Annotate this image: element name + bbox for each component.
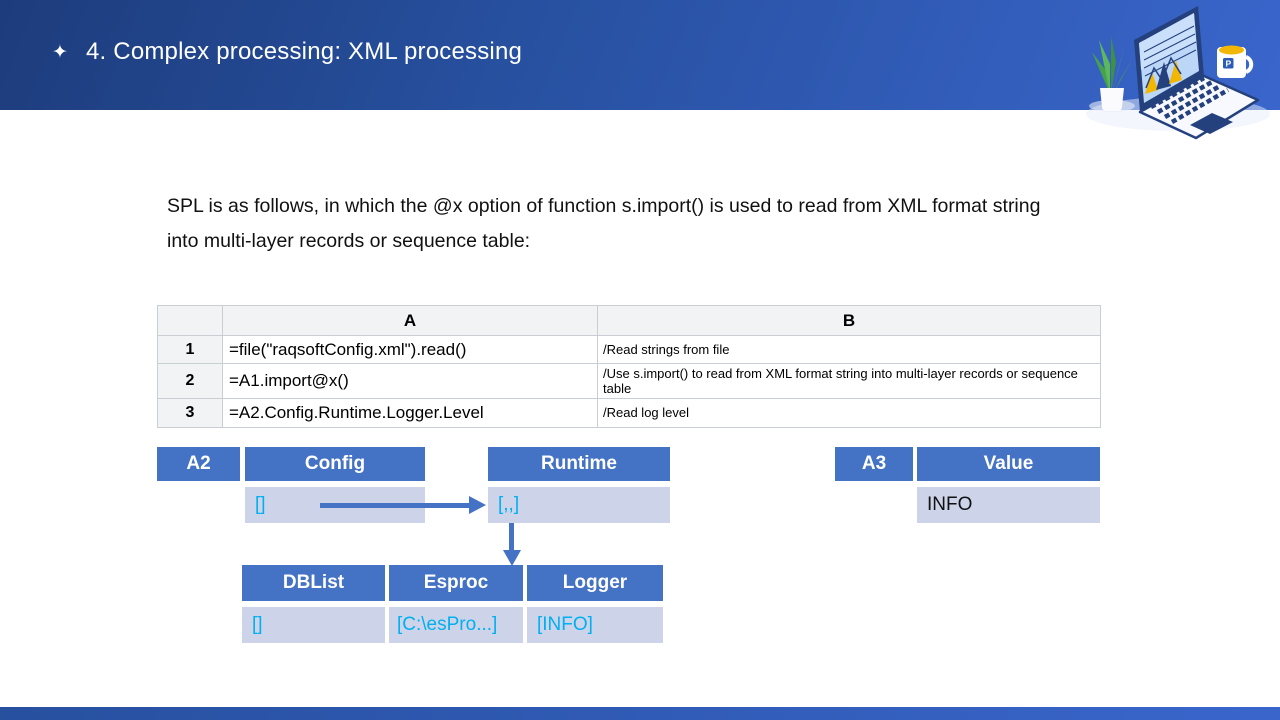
arrow-right-line xyxy=(320,503,470,508)
page-title: 4. Complex processing: XML processing xyxy=(86,38,523,65)
laptop-icon xyxy=(1134,6,1260,140)
coffee-mug-icon: P xyxy=(1217,45,1254,78)
keyboard-keys xyxy=(1149,76,1230,124)
column-header-b: B xyxy=(598,306,1101,336)
value-header-box: Value xyxy=(917,447,1100,481)
chart-peak-yellow xyxy=(1145,72,1158,94)
cell-a2: =A1.import@x() xyxy=(223,364,598,399)
spl-code-table: A B 1 =file("raqsoftConfig.xml").read() … xyxy=(157,305,1101,428)
dblist-header-box: DBList xyxy=(242,565,385,601)
row-number: 2 xyxy=(158,364,223,399)
esproc-header-box: Esproc xyxy=(389,565,523,601)
footer-bar xyxy=(0,707,1280,720)
logger-header-box: Logger xyxy=(527,565,663,601)
intro-line-2: into multi-layer records or sequence tab… xyxy=(167,229,531,252)
svg-text:P: P xyxy=(1225,59,1231,69)
header-bar xyxy=(0,0,1280,110)
a2-label-box: A2 xyxy=(157,447,240,481)
cell-a1: =file("raqsoftConfig.xml").read() xyxy=(223,336,598,364)
cell-a3: =A2.Config.Runtime.Logger.Level xyxy=(223,399,598,428)
intro-text: SPL is as follows, in which the @x optio… xyxy=(167,189,1107,258)
corner-cell xyxy=(158,306,223,336)
arrow-down-line xyxy=(509,523,514,553)
row-number: 1 xyxy=(158,336,223,364)
dblist-value-cell: [] xyxy=(242,607,385,643)
arrow-right-head-icon xyxy=(469,496,486,514)
runtime-header-box: Runtime xyxy=(488,447,670,481)
a3-label-box: A3 xyxy=(835,447,913,481)
row-number: 3 xyxy=(158,399,223,428)
laptop-illustration: P xyxy=(1086,6,1270,140)
star-bullet-icon: ✦ xyxy=(52,42,68,63)
trackpad xyxy=(1190,113,1233,134)
esproc-value-cell: [C:\esPro...] xyxy=(389,607,523,643)
runtime-value-cell: [,,] xyxy=(488,487,670,523)
cell-b3: /Read log level xyxy=(598,399,1101,428)
config-header-box: Config xyxy=(245,447,425,481)
chart-peak-yellow-2 xyxy=(1169,60,1182,84)
potted-plant-icon xyxy=(1092,36,1133,111)
logger-value-cell: [INFO] xyxy=(527,607,663,643)
column-header-a: A xyxy=(223,306,598,336)
cell-b1: /Read strings from file xyxy=(598,336,1101,364)
value-value-cell: INFO xyxy=(917,487,1100,523)
arrow-down-head-icon xyxy=(503,550,521,566)
intro-line-1: SPL is as follows, in which the @x optio… xyxy=(167,195,1041,217)
cell-b2: /Use s.import() to read from XML format … xyxy=(598,364,1101,399)
